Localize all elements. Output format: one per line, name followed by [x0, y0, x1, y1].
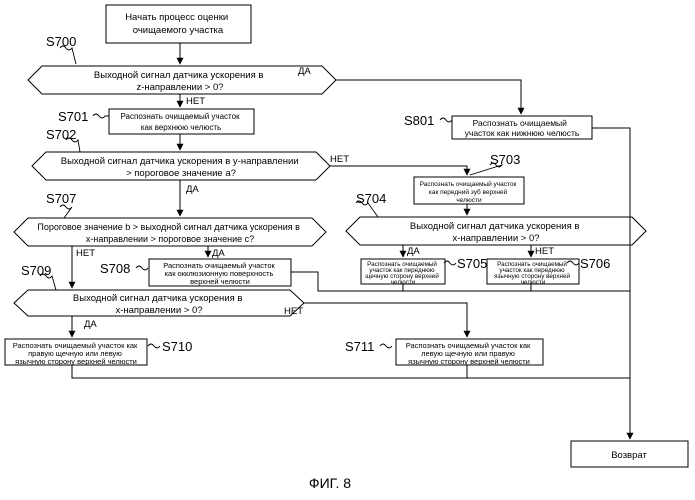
s707-yes-label: ДА	[212, 248, 225, 259]
s710-label: S710	[162, 339, 192, 354]
s702-yes-label: ДА	[186, 184, 199, 195]
s801-leader	[440, 118, 452, 122]
s703-label: S703	[490, 152, 520, 167]
s709-text: Выходной сигнал датчика ускорения в x-на…	[73, 293, 245, 316]
s709-yes-label: ДА	[84, 319, 97, 330]
s703-text: Распознать очищаемый участок как передни…	[420, 180, 519, 204]
conn-s710-end	[72, 365, 630, 378]
s710-leader	[148, 344, 160, 348]
s702-no-label: НЕТ	[330, 154, 349, 165]
s704-yes-label: ДА	[407, 246, 420, 257]
s709-no-label: НЕТ	[284, 306, 303, 317]
s707-no-label: НЕТ	[76, 248, 95, 259]
start-text: Начать процесс оценки очищаемого участка	[125, 12, 231, 36]
conn-s702-no	[330, 166, 467, 175]
s701-leader	[93, 114, 109, 118]
s708-text: Распознать очищаемый участок как окклюзи…	[163, 261, 277, 286]
s708-label: S708	[100, 261, 130, 276]
s707-text: Пороговое значение b > выходной сигнал д…	[37, 222, 302, 244]
conn-s709-no	[304, 303, 467, 337]
s706-text: Распознать очищаемый участок как передню…	[494, 260, 572, 286]
s704-no-label: НЕТ	[535, 246, 554, 257]
s705-text: Распознать очищаемый участок как передню…	[365, 260, 440, 286]
conn-s801-end	[592, 128, 630, 439]
s707-label: S707	[46, 191, 76, 206]
s705-leader	[444, 261, 456, 265]
s700-no-label: НЕТ	[186, 96, 205, 107]
s708-leader	[136, 266, 148, 270]
s701-label: S701	[58, 109, 88, 124]
s700-text: Выходной сигнал датчика ускорения в z-на…	[94, 70, 266, 93]
s704-label: S704	[356, 191, 386, 206]
s701-text: Распознать очищаемый участок как верхнюю…	[120, 112, 241, 132]
s710-text: Распознать очищаемый участок как правую …	[13, 341, 140, 366]
conn-s700-yes	[336, 80, 521, 114]
s702-label: S702	[46, 127, 76, 142]
s707-leader	[60, 205, 72, 218]
s704-text: Выходной сигнал датчика ускорения в x-на…	[410, 221, 582, 244]
s709-label: S709	[21, 263, 51, 278]
s706-label: S706	[580, 256, 610, 271]
s700-label: S700	[46, 34, 76, 49]
s711-text: Распознать очищаемый участок как левую щ…	[406, 341, 533, 366]
end-text: Возврат	[611, 450, 647, 461]
s700-yes-label: ДА	[298, 66, 311, 77]
figure-caption: ФИГ. 8	[309, 475, 351, 491]
s711-leader	[380, 344, 392, 348]
s711-label: S711	[345, 339, 374, 354]
start-box	[106, 5, 251, 43]
s801-label: S801	[404, 113, 434, 128]
s801-text: Распознать очищаемый участок как нижнюю …	[465, 113, 580, 138]
s705-label: S705	[457, 256, 487, 271]
s702-text: Выходной сигнал датчика ускорения в y-на…	[61, 156, 302, 179]
